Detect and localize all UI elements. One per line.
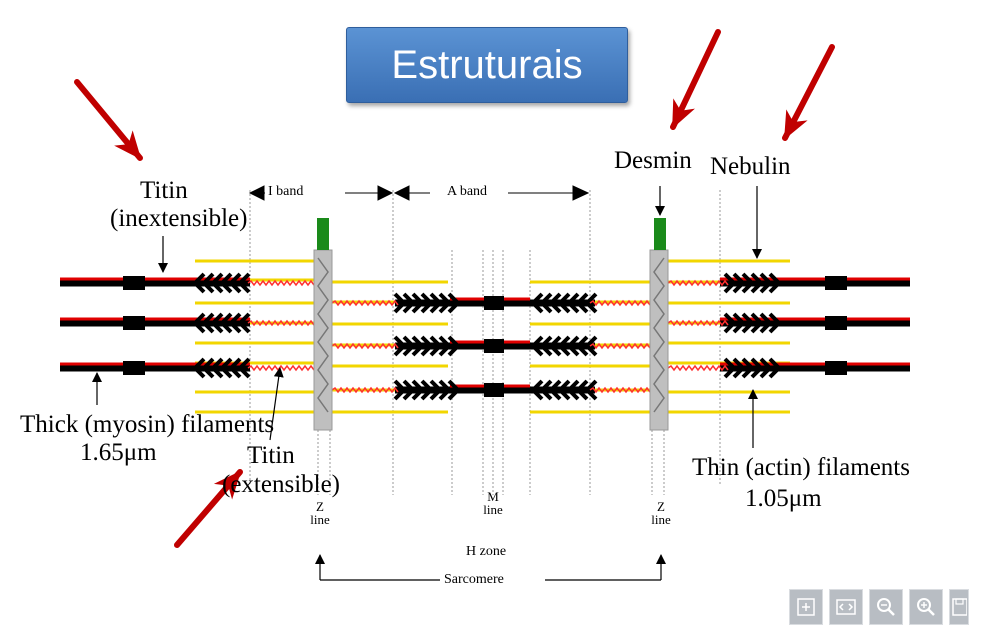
label-h-zone: H zone <box>466 544 507 559</box>
titin-wavy-left <box>247 364 315 372</box>
m-block-right <box>825 361 847 375</box>
m-block-left <box>123 361 145 375</box>
zoom-out-icon <box>877 598 895 616</box>
label-thin-filaments: Thin (actin) filaments <box>692 454 910 481</box>
myosin-heads-right <box>723 272 782 294</box>
zoom-out-button[interactable] <box>869 589 903 625</box>
label-desmin: Desmin <box>614 147 692 174</box>
fit-icon <box>797 598 815 616</box>
myosin-heads-right <box>723 357 782 379</box>
zoom-in-icon <box>917 598 935 616</box>
label-sarcomere: Sarcomere <box>444 572 504 587</box>
fit-width-button[interactable] <box>829 589 863 625</box>
m-block-right <box>825 276 847 290</box>
titin-wavy-center-left <box>331 299 399 307</box>
titin-wavy-center-right <box>589 342 651 350</box>
label-thick-length: 1.65μm <box>80 439 157 466</box>
z-disc-right <box>649 249 669 431</box>
zoom-in-button[interactable] <box>909 589 943 625</box>
m-block-right <box>825 316 847 330</box>
myosin-heads-center-right <box>530 335 598 357</box>
desmin-block-left <box>317 218 329 250</box>
label-thick-filaments: Thick (myosin) filaments <box>20 411 275 438</box>
label-titin-inextensible: Titin <box>140 177 188 204</box>
red-arrows <box>74 29 835 548</box>
label-i-band: I band <box>268 184 304 199</box>
save-icon <box>952 598 967 616</box>
m-block-left <box>123 316 145 330</box>
titin-wavy-center-right <box>589 299 651 307</box>
myosin-heads-center-left <box>393 379 461 401</box>
filaments <box>60 259 910 414</box>
label-nebulin: Nebulin <box>710 153 791 180</box>
fit-width-icon <box>836 599 856 615</box>
myosin-heads-center-left <box>393 335 461 357</box>
z-disc-left <box>313 249 333 431</box>
label-inextensible: (inextensible) <box>110 205 248 232</box>
label-thin-length: 1.05μm <box>745 485 822 512</box>
viewer-toolbar <box>789 589 969 627</box>
titin-wavy-right <box>667 364 729 372</box>
m-block-left <box>123 276 145 290</box>
myosin-heads-left <box>192 357 251 379</box>
myosin-heads-center-right <box>530 379 598 401</box>
m-line-block <box>484 296 504 310</box>
save-button[interactable] <box>949 589 969 625</box>
title-text: Estruturais <box>391 42 583 87</box>
band-arrows <box>248 185 590 201</box>
label-a-band: A band <box>447 184 488 199</box>
myosin-heads-left <box>192 312 251 334</box>
titin-wavy-right <box>667 319 729 327</box>
z-discs <box>313 218 669 431</box>
m-line-block <box>484 383 504 397</box>
desmin-block-right <box>654 218 666 250</box>
titin-wavy-left <box>247 319 315 327</box>
myosin-heads-center-left <box>393 292 461 314</box>
titin-wavy-center-left <box>331 342 399 350</box>
titin-wavy-right <box>667 279 729 287</box>
myosin-heads-center-right <box>530 292 598 314</box>
callout-arrows <box>92 186 762 581</box>
titin-wavy-center-left <box>331 386 399 394</box>
myosin-heads-left <box>192 272 251 294</box>
fit-page-button[interactable] <box>789 589 823 625</box>
label-titin-extensible: Titin <box>247 442 295 469</box>
titin-wavy-center-right <box>589 386 651 394</box>
m-line-block <box>484 339 504 353</box>
label-extensible: (extensible) <box>222 471 341 498</box>
title-box: Estruturais <box>346 27 628 103</box>
myosin-heads-right <box>723 312 782 334</box>
titin-wavy-left <box>247 279 315 287</box>
